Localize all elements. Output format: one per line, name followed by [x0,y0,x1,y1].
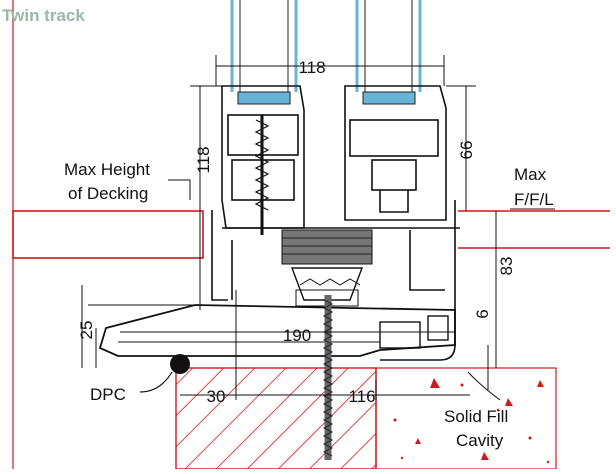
dpc-marker [170,354,190,374]
glazing-right [355,0,422,105]
sash-right [344,85,447,221]
decking-board [12,210,204,259]
brickwork [175,367,377,470]
label-max-ffl-1: Max [514,165,547,184]
sill-chamber [379,321,421,349]
label-max-ffl-2: F/F/L [514,190,554,209]
dpc-leader [139,371,173,393]
label-solid-fill-2: Cavity [456,431,504,450]
sill-chamber-2 [427,315,449,341]
dim-small-gap: 6 [473,309,492,318]
solid-fill-leader [467,371,501,401]
dim-top-width: 118 [298,58,325,77]
dimension-lines [81,55,497,400]
sash-left [221,85,305,235]
label-max-height-2: of Decking [68,184,148,203]
max-height-leader [168,179,191,200]
label-solid-fill-1: Solid Fill [444,407,508,426]
dim-left-height: 118 [194,146,213,173]
glazing-left [230,0,298,105]
dim-dpc-offset: 30 [207,387,226,406]
dim-cavity-width: 116 [348,387,375,406]
fixing-screw [322,295,334,460]
dim-sill-width: 190 [283,326,311,345]
dim-sill-depth: 25 [77,321,96,340]
page-title: Twin track [2,6,85,25]
drainage-insert [281,229,373,307]
dim-right-height: 66 [457,141,476,160]
sill-profile [98,304,456,357]
label-dpc: DPC [90,385,126,404]
floor-level [458,210,610,249]
outer-frame [211,200,460,361]
dim-right-lower: 83 [497,257,516,276]
cavity-speckle [393,378,550,464]
label-max-height-1: Max Height [64,160,150,179]
